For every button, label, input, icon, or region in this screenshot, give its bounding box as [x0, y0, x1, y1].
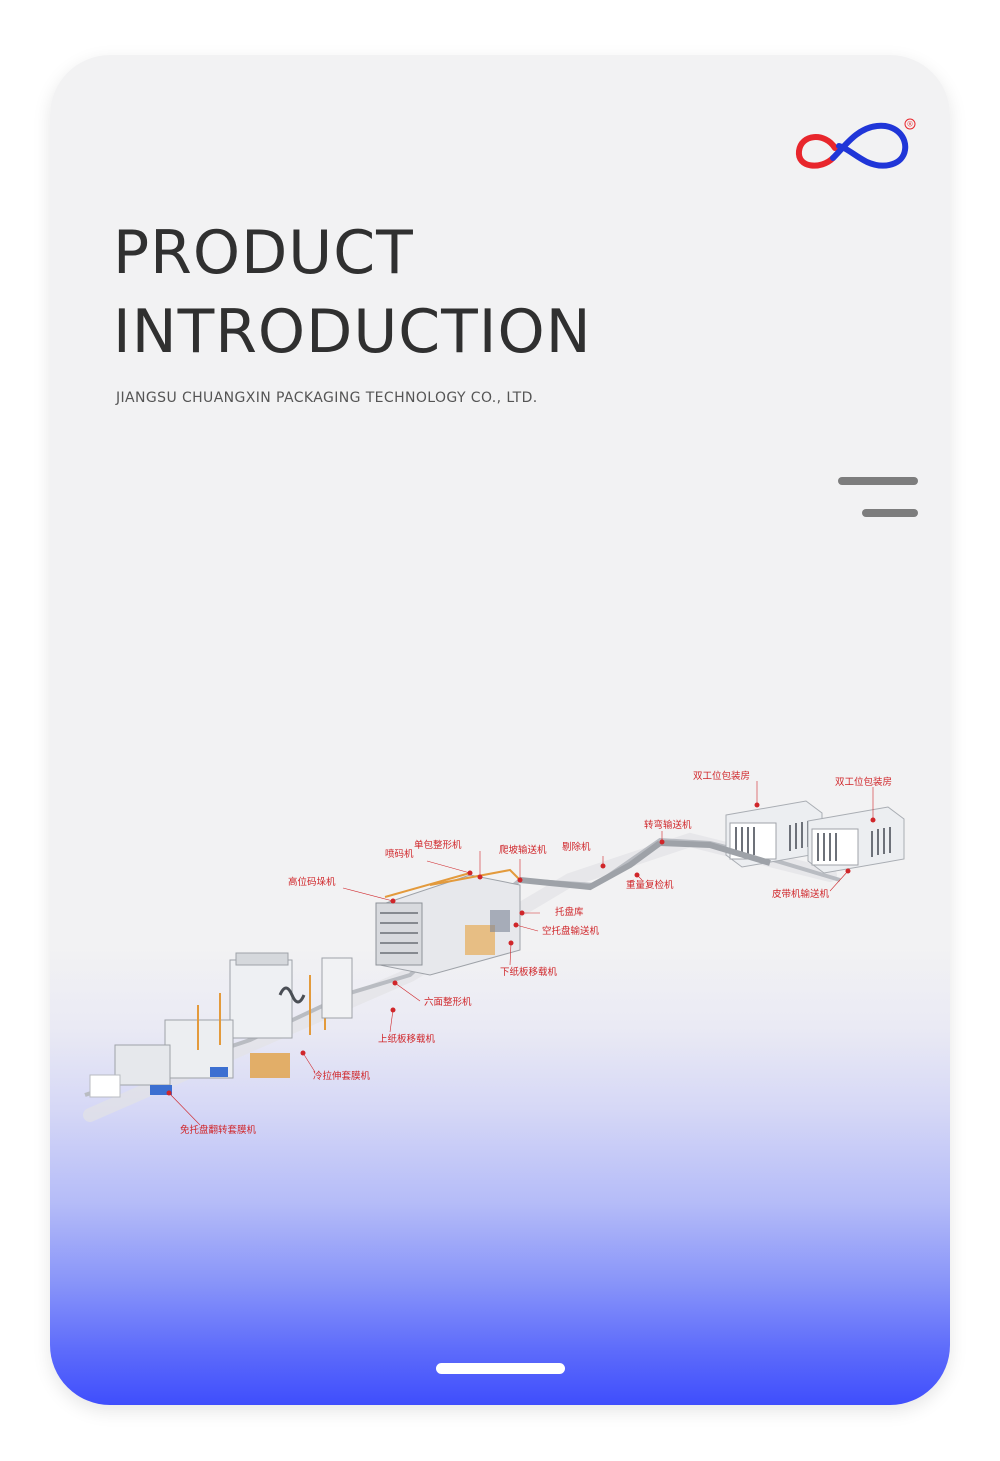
label-palletless-flip-wrapper: 免托盘翻转套膜机: [180, 1124, 257, 1135]
wrapper-machines: [89, 952, 353, 1098]
label-upper-paper-transfer: 上纸板移载机: [378, 1033, 436, 1045]
intro-card: ® PRODUCT INTRODUCTION JIANGSU CHUANGXIN…: [50, 55, 950, 1405]
label-high-palletizer: 高位码垛机: [288, 876, 336, 888]
label-belt-conveyor: 皮带机输送机: [772, 888, 830, 900]
menu-bar-top: [838, 477, 918, 485]
label-incline-conveyor: 爬坡输送机: [499, 844, 547, 856]
production-line-diagram: 双工位包装房 双工位包装房 转弯输送机 剔除机 爬坡输送机 单包整形机 喷码机 …: [83, 770, 905, 1135]
label-lower-paper-transfer: 下纸板移载机: [500, 966, 558, 978]
label-dual-packing-room-2: 双工位包装房: [835, 776, 892, 788]
label-single-bag-shaper: 单包整形机: [414, 839, 462, 851]
packing-room-1: [725, 800, 823, 868]
label-pallet-magazine: 托盘库: [555, 906, 584, 918]
label-dual-packing-room-1: 双工位包装房: [693, 770, 750, 782]
menu-bar-bottom: [862, 509, 918, 517]
label-inkjet-printer: 喷码机: [385, 848, 414, 860]
page-title-line-2: INTRODUCTION: [113, 297, 592, 367]
label-check-weigher: 重量复检机: [626, 879, 674, 891]
page-title-line-1: PRODUCT: [113, 218, 414, 288]
label-empty-pallet-conveyor: 空托盘输送机: [542, 925, 600, 937]
infinity-logo-icon: ®: [796, 118, 916, 169]
home-indicator[interactable]: [436, 1363, 565, 1374]
company-name: JIANGSU CHUANGXIN PACKAGING TECHNOLOGY C…: [116, 390, 538, 406]
palletizer-block: [375, 868, 521, 976]
packing-room-2: [807, 806, 905, 874]
registered-mark: ®: [907, 121, 914, 129]
label-turn-conveyor: 转弯输送机: [644, 819, 692, 831]
label-six-side-shaper: 六面整形机: [424, 996, 472, 1008]
label-stretch-hood-wrapper: 冷拉伸套膜机: [313, 1070, 371, 1082]
menu-icon[interactable]: [838, 477, 918, 519]
label-rejector: 剔除机: [562, 841, 591, 853]
